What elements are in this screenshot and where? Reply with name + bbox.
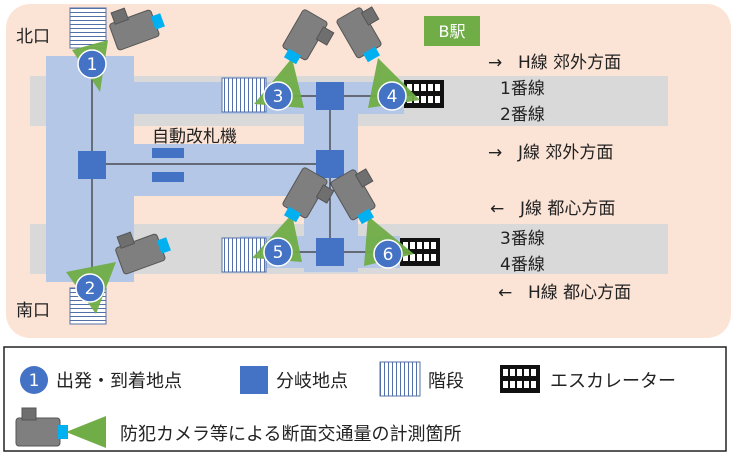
ticket-gate	[152, 172, 184, 182]
line-direction: H線 郊外方面	[518, 53, 621, 73]
line-arrow: →	[488, 143, 502, 163]
line-arrow: ←	[490, 199, 504, 219]
track-label: 4番線	[500, 255, 545, 275]
line-direction: H線 都心方面	[528, 283, 631, 303]
branch-node	[316, 238, 344, 266]
point-marker	[377, 81, 407, 111]
exit-north-label: 北口	[16, 27, 50, 47]
legend-stairs-icon	[379, 361, 421, 397]
ticket-gates-label: 自動改札機	[152, 127, 237, 147]
branch-node	[316, 150, 344, 178]
point-number: 4	[387, 87, 398, 107]
legend-branch-label: 分岐地点	[276, 371, 348, 392]
legend-escalator-icon	[500, 365, 540, 393]
legend-start-end-label: 出発・到着地点	[56, 371, 182, 392]
legend-camera-cone	[66, 416, 106, 448]
branch-node	[78, 151, 106, 179]
legend-branch-icon	[240, 366, 268, 394]
line-arrow: ←	[498, 283, 512, 303]
legend-point-number: 1	[29, 371, 40, 391]
station-badge-label: B駅	[439, 22, 466, 41]
track-label: 3番線	[500, 229, 545, 249]
point-number: 5	[273, 243, 284, 263]
branch-node	[316, 82, 344, 110]
line-direction: J線 郊外方面	[517, 143, 613, 163]
point-marker	[77, 49, 107, 79]
legend-camera-label: 防犯カメラ等による断面交通量の計測箇所	[120, 424, 461, 445]
line-arrow: →	[488, 53, 502, 73]
point-marker	[75, 273, 105, 303]
legend-box	[3, 346, 727, 452]
point-marker	[263, 81, 293, 111]
point-number: 1	[87, 55, 98, 75]
ticket-gate	[152, 148, 184, 158]
stairs-platform-1	[221, 77, 267, 113]
point-number: 6	[383, 245, 394, 265]
point-number: 3	[273, 87, 284, 107]
exit-south-label: 南口	[16, 301, 50, 321]
legend-point-icon	[20, 366, 48, 394]
point-number: 2	[85, 279, 96, 299]
line-direction: J線 都心方面	[519, 199, 615, 219]
track-label: 1番線	[500, 79, 545, 99]
point-marker	[263, 237, 293, 267]
point-marker	[373, 239, 403, 269]
legend-stairs-label: 階段	[428, 371, 464, 392]
station-badge	[424, 16, 480, 46]
track-label: 2番線	[500, 105, 545, 125]
legend-escalator-label: エスカレーター	[550, 371, 676, 392]
stairs-north	[69, 7, 107, 49]
